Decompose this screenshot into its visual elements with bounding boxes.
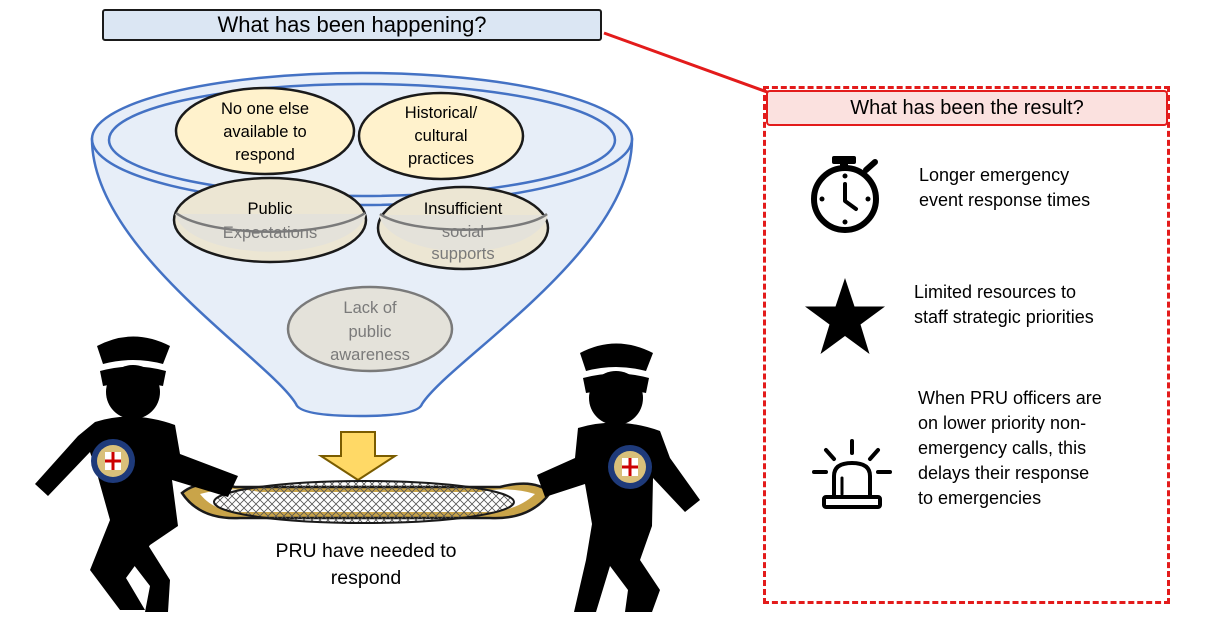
result-title: What has been the result?: [850, 96, 1084, 119]
cause-lack-of-awareness: Lack of public awareness: [286, 285, 454, 373]
funnel-rim-inner: [107, 82, 617, 198]
cause-3-line-2: Expectations: [223, 224, 317, 242]
cause-no-one-else: No one else available to respond: [174, 86, 356, 176]
siren-icon: [812, 439, 892, 509]
cause-2-line-2: cultural: [414, 127, 467, 145]
outcome-label: PRU have needed to respond: [275, 540, 456, 589]
result-header: What has been the result?: [766, 90, 1168, 126]
down-arrow-icon: [317, 431, 399, 482]
cause-5-line-3: awareness: [330, 346, 410, 364]
happening-title: What has been happening?: [217, 12, 487, 37]
police-officer-left-icon: [35, 336, 238, 612]
cause-4-line-1: Insufficient: [424, 200, 503, 218]
cause-1-line-2: available to: [223, 123, 306, 141]
cause-historical-cultural: Historical/cultural practices: [357, 91, 525, 181]
result-item-response-times: Longer emergency event response times: [919, 165, 1091, 210]
cause-5-line-1: Lack of: [343, 299, 397, 317]
result-item-limited-resources: Limited resources to staff strategic pri…: [914, 282, 1094, 327]
happening-header: What has been happening?: [102, 9, 602, 41]
cause-3-line-1: Public: [248, 200, 293, 218]
stopwatch-icon: [811, 156, 879, 233]
cause-1-line-3: respond: [235, 146, 295, 164]
cause-1-line-1: No one else: [221, 100, 309, 118]
outcome-line-2: respond: [331, 567, 401, 589]
cause-5-line-2: public: [348, 323, 391, 341]
cause-4-line-3: supports: [431, 245, 494, 263]
cause-insufficient-supports: Insufficient social supports: [376, 185, 550, 271]
result-panel: [763, 86, 1170, 604]
cause-2-line-3: practices: [408, 150, 474, 168]
safety-net: [180, 480, 552, 524]
cause-4-line-2: social: [442, 223, 484, 241]
outcome-line-1: PRU have needed to: [275, 540, 456, 562]
police-officer-right-icon: [537, 343, 700, 612]
cause-2-line-1: Historical/: [405, 104, 478, 122]
connector-line: [603, 31, 771, 95]
result-item-delays: When PRU officers are on lower priority …: [918, 388, 1102, 508]
star-icon: [805, 278, 885, 354]
